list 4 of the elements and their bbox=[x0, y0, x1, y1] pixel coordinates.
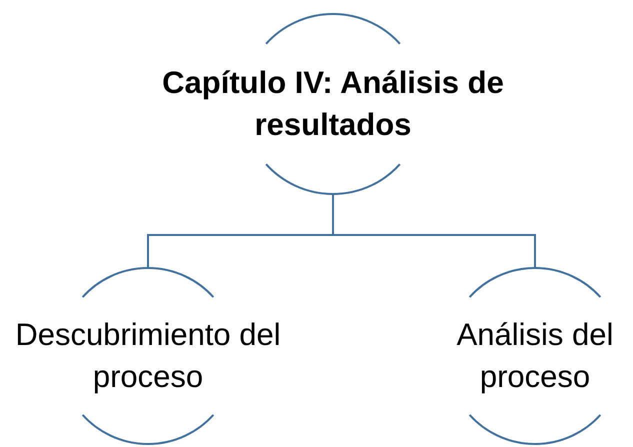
connector-line bbox=[332, 194, 536, 268]
node-label: Capítulo IV: Análisis de resultados bbox=[161, 64, 505, 144]
node-label: Descubrimiento del proceso bbox=[14, 316, 282, 396]
node-label: Análisis del proceso bbox=[456, 316, 614, 396]
